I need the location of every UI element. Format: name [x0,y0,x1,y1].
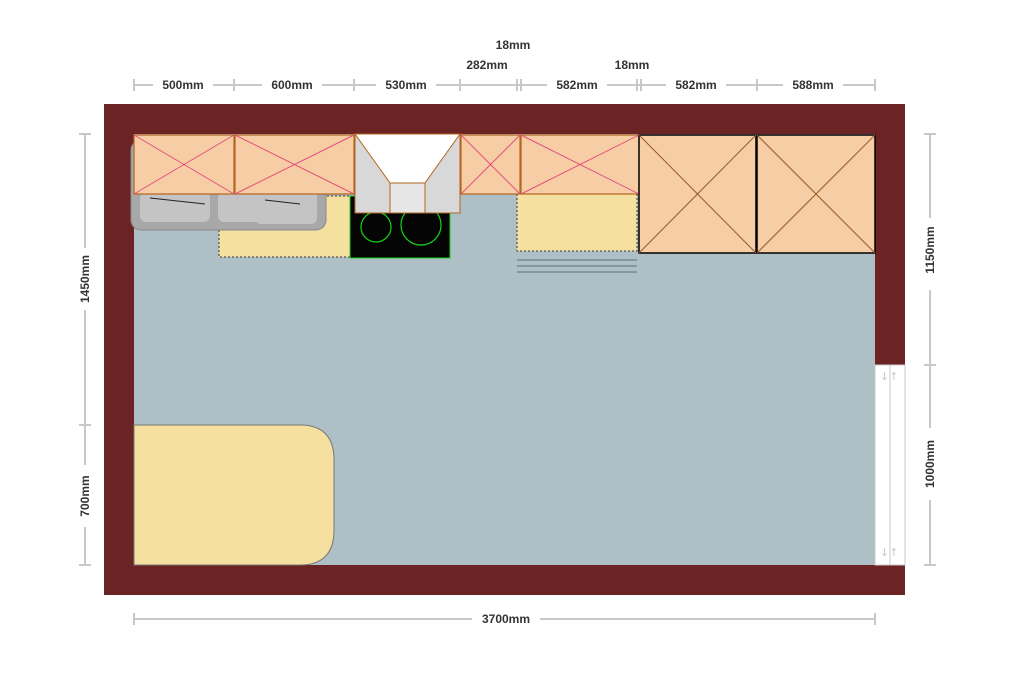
dim-top-gap-18b: 18mm [615,58,650,72]
bottom-dimension-line [133,610,876,628]
svg-text:↓↑: ↓↑ [880,370,898,383]
wall-cabinet [460,134,521,195]
dim-top-530: 530mm [385,78,426,92]
wall-cabinet [520,134,640,195]
tall-cabinet [756,134,876,254]
dim-top-588: 588mm [792,78,833,92]
dim-top-282: 282mm [466,58,507,72]
dim-top-582a: 582mm [556,78,597,92]
dim-left-700: 700mm [78,475,92,516]
drawer-lines [517,259,637,273]
dim-left-1450: 1450mm [78,255,92,303]
dim-right-1000: 1000mm [923,440,937,488]
dim-top-600: 600mm [271,78,312,92]
tall-cabinet [638,134,757,254]
svg-text:↓↑: ↓↑ [880,546,898,559]
left-dimension-line [76,133,94,566]
countertop-right [516,193,638,252]
dim-top-gap-18a: 18mm [496,38,531,52]
dim-top-582b: 582mm [675,78,716,92]
wall-cabinet [133,134,235,195]
extractor-hood [354,133,461,214]
wall-cabinet [234,134,355,195]
door-opening: ↓↑ ↓↑ [874,364,906,566]
dim-right-1150: 1150mm [923,226,937,273]
dim-top-500: 500mm [162,78,203,92]
right-dimension-line [921,133,939,566]
top-dimension-line [133,76,876,94]
island-counter [133,424,335,566]
dim-bottom-3700: 3700mm [482,612,530,626]
